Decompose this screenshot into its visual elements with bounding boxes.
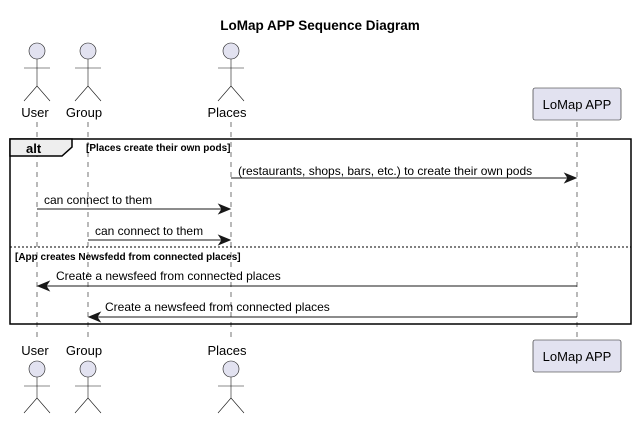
participant-lomap-app-top: LoMap APP	[532, 87, 622, 121]
participant-label-group: Group	[66, 343, 102, 358]
alt-keyword: alt	[26, 141, 42, 156]
message-label: Create a newsfeed from connected places	[56, 269, 281, 283]
actor-user-bottom: User	[21, 343, 51, 414]
participant-label-lomap-app: LoMap APP	[543, 349, 612, 364]
actor-group-bottom: Group	[66, 343, 102, 414]
alt-guard-1: [Places create their own pods]	[86, 143, 231, 154]
actor-figure-icon	[217, 377, 245, 414]
arrowhead-right-icon	[563, 172, 578, 184]
message-places-to-app: (restaurants, shops, bars, etc.) to crea…	[231, 164, 578, 184]
message-app-to-group: Create a newsfeed from connected places	[87, 300, 577, 323]
actor-head-icon	[79, 42, 97, 60]
participant-label-user: User	[21, 343, 49, 358]
message-label: (restaurants, shops, bars, etc.) to crea…	[238, 164, 532, 178]
actor-figure-icon	[74, 377, 102, 414]
arrowhead-left-icon	[36, 280, 51, 292]
participant-label-places: Places	[207, 105, 247, 120]
message-label: can connect to them	[44, 193, 152, 207]
actor-user-top: User	[21, 42, 51, 120]
participant-label-user: User	[21, 105, 49, 120]
message-group-to-places: can connect to them	[88, 224, 232, 246]
actor-head-icon	[79, 360, 97, 378]
actor-places-bottom: Places	[207, 343, 247, 414]
message-app-to-user: Create a newsfeed from connected places	[36, 269, 577, 292]
arrowhead-left-icon	[87, 311, 102, 323]
arrowhead-right-icon	[217, 203, 232, 215]
actor-figure-icon	[23, 377, 51, 414]
message-label: Create a newsfeed from connected places	[105, 300, 330, 314]
alt-frame	[9, 138, 632, 325]
diagram-title: LoMap APP Sequence Diagram	[220, 18, 420, 33]
participant-box	[532, 339, 622, 373]
actor-head-icon	[222, 42, 240, 60]
actor-figure-icon	[74, 59, 102, 102]
actor-head-icon	[222, 360, 240, 378]
arrowhead-right-icon	[217, 234, 232, 246]
actor-places-top: Places	[207, 42, 247, 120]
participant-label-lomap-app: LoMap APP	[543, 97, 612, 112]
participant-box	[532, 87, 622, 121]
participant-label-group: Group	[66, 105, 102, 120]
message-user-to-places: can connect to them	[37, 193, 232, 215]
message-label: can connect to them	[95, 224, 203, 238]
actor-figure-icon	[217, 59, 245, 102]
participant-lomap-app-bottom: LoMap APP	[532, 339, 622, 373]
participant-label-places: Places	[207, 343, 247, 358]
actor-head-icon	[28, 360, 46, 378]
actor-group-top: Group	[66, 42, 102, 120]
alt-keyword-tab	[9, 138, 73, 157]
alt-guard-2: [App creates Newsfedd from connected pla…	[15, 252, 241, 263]
actor-figure-icon	[23, 59, 51, 102]
actor-head-icon	[28, 42, 46, 60]
alt-fragment: alt [Places create their own pods] [App …	[9, 138, 632, 325]
